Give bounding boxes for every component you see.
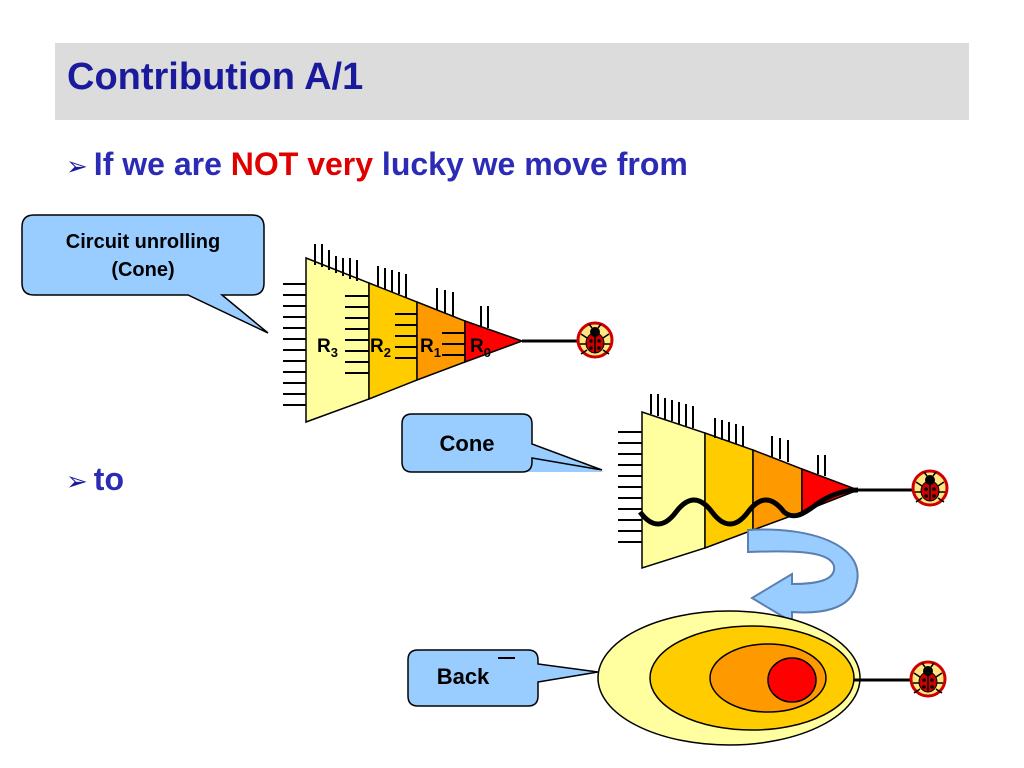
title-bar: Contribution A/1 <box>55 43 969 120</box>
callout-cone: Cone <box>401 413 604 473</box>
bullet-1-not: NOT <box>230 146 299 182</box>
cone-bottom <box>618 394 949 570</box>
bug-icon <box>576 321 614 359</box>
label-r1: R1 <box>420 336 441 360</box>
callout-back-label: Back <box>437 664 490 689</box>
callout-back: Back <box>407 649 599 707</box>
label-r0: R0 <box>470 336 491 360</box>
nested-ellipses <box>597 610 947 746</box>
callout-cone-label: Cone <box>440 431 495 456</box>
bug-icon <box>911 469 949 507</box>
bullet-arrow-icon: ➢ <box>66 466 88 496</box>
bullet-2-text: to <box>93 461 124 497</box>
bullet-1-pre: If we are <box>93 146 222 182</box>
callout-top-line2: (Cone) <box>111 259 174 281</box>
region-r0 <box>464 319 525 364</box>
label-r2: R2 <box>370 336 391 360</box>
wavy-path <box>638 487 859 527</box>
bug-icon <box>909 660 947 698</box>
page-title: Contribution A/1 <box>67 56 364 98</box>
callout-top-line1: Circuit unrolling <box>66 231 220 253</box>
label-r3: R3 <box>317 336 338 360</box>
bullet-1-very: very <box>307 146 374 182</box>
cone-top: R3 R2 R1 R0 <box>283 244 614 424</box>
bullet-arrow-icon: ➢ <box>66 151 88 181</box>
callout-circuit-unrolling: Circuit unrolling (Cone) <box>21 214 269 334</box>
bullet-1: ➢If we are NOT very lucky we move from <box>66 146 688 183</box>
bullet-1-post: lucky we move from <box>381 146 688 182</box>
bullet-2: ➢to <box>66 461 124 498</box>
transform-arrow <box>747 528 859 624</box>
